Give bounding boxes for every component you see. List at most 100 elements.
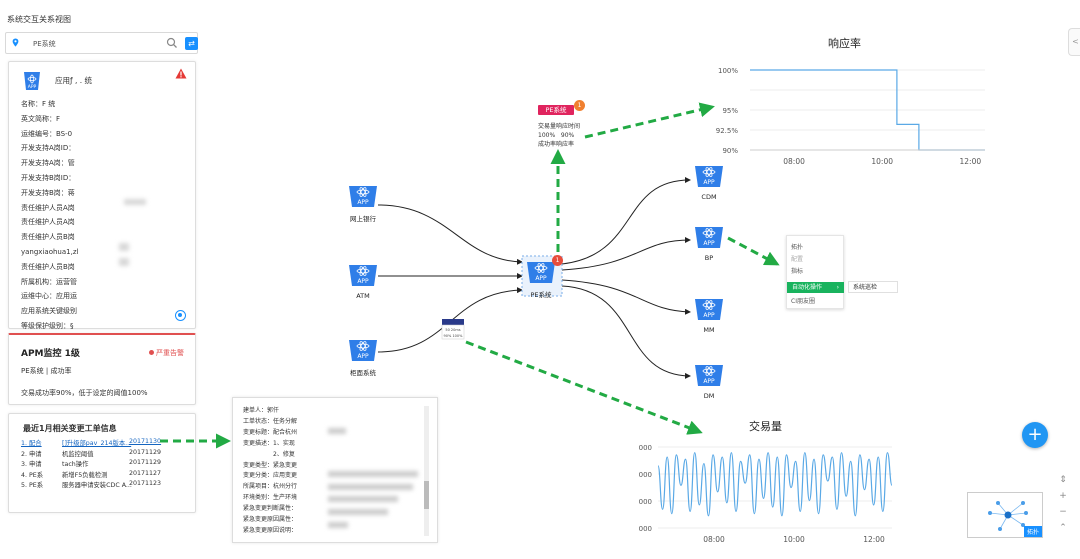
node-wangshang[interactable]: APP 网上银行 xyxy=(346,183,380,223)
x-tick-label: 12:00 xyxy=(863,535,885,544)
alert-line-1: 交易量响应时间 xyxy=(538,123,581,130)
app-icon: APP xyxy=(349,265,377,286)
zoom-out-icon[interactable]: − xyxy=(1059,507,1067,517)
app-icon: APP xyxy=(349,340,377,361)
minimap[interactable]: 拓扑 xyxy=(967,492,1043,538)
system-name-header: 应用ƒ , . 统 xyxy=(55,76,93,85)
info-row: 名称：F 统 xyxy=(21,100,56,108)
page-title: 系统交互关系视图 xyxy=(7,15,71,24)
node-label: PE系统 xyxy=(530,291,552,299)
y-tick-label: 000 xyxy=(639,525,652,533)
detail-row: 变更描述：1、实现 xyxy=(243,439,295,447)
detail-row: 紧急变更原因属性： xyxy=(243,516,298,523)
info-row: 运维编号：BS-0 xyxy=(21,129,73,138)
green-arrow-link-chart xyxy=(465,340,703,435)
node-bp[interactable]: APP BP xyxy=(692,224,726,262)
app-icon: APP xyxy=(695,299,723,320)
collapse-panel-button[interactable]: < xyxy=(1068,28,1080,56)
info-row: 所属机构：运营管 xyxy=(21,277,77,286)
submenu-system-inspection[interactable]: 系统巡检 xyxy=(848,281,898,293)
detail-row: 紧急变更原因说明： xyxy=(243,526,298,534)
fit-icon[interactable]: ⇕ xyxy=(1059,475,1067,485)
change-orders-panel: 最近1月相关变更工单信息 1. 配合[]升级部pav_214版本...20171… xyxy=(8,413,196,513)
masked-value xyxy=(119,258,129,266)
info-row: 应用系统关键级别 xyxy=(21,307,77,316)
chart-title-transaction-volume: 交易量 xyxy=(749,420,782,433)
info-row: 运维中心：应用运 xyxy=(21,292,77,301)
alert-line-2: 100% 90% xyxy=(538,132,575,139)
green-arrow-alert-chart xyxy=(584,102,715,139)
node-label: DM xyxy=(703,392,715,400)
link-pe-dm xyxy=(561,285,691,379)
menu-item-config[interactable]: 配置 xyxy=(791,256,804,263)
app-icon: APP xyxy=(695,227,723,248)
y-tick-label: 000 xyxy=(639,444,652,452)
search-input[interactable]: PE系统 xyxy=(33,40,56,48)
apm-metric: PE系统 | 成功率 xyxy=(21,367,72,375)
node-label: MM xyxy=(703,326,715,334)
locate-icon[interactable] xyxy=(175,310,186,321)
chevron-right-icon: › xyxy=(836,284,839,291)
svg-text:APP: APP xyxy=(535,275,547,282)
menu-item-automation[interactable]: 自动化操作› xyxy=(787,282,844,293)
link-label-box xyxy=(442,319,464,325)
zoom-in-icon[interactable]: + xyxy=(1059,491,1067,501)
info-row: 开发支持A岗ID： xyxy=(21,144,76,153)
node-atm[interactable]: APP ATM xyxy=(346,262,380,300)
y-tick-label: 100% xyxy=(718,67,738,75)
search-box[interactable]: PE系统 ⇄ xyxy=(5,32,198,54)
minimap-graph xyxy=(988,501,1028,531)
app-icon: APP xyxy=(527,262,555,283)
info-row: 责任维护人员B岗 xyxy=(21,233,75,242)
link-wangshang-pe xyxy=(377,204,523,265)
switch-icon[interactable]: ⇄ xyxy=(185,37,198,50)
y-tick-label: 95% xyxy=(722,107,738,115)
minimap-label: 拓扑 xyxy=(1023,526,1042,537)
node-mm[interactable]: APP MM xyxy=(692,296,726,334)
pe-alert-card[interactable]: PE系统 1 交易量响应时间 100% 90% 成功率响应率 xyxy=(536,100,585,148)
context-menu: 拓扑 配置 指标 自动化操作› CI朋友圈 xyxy=(786,235,844,309)
link-pe-bp xyxy=(561,237,691,271)
node-pe[interactable]: APP PE系统 1 xyxy=(524,255,563,299)
chart-title-response-rate: 响应率 xyxy=(828,37,861,50)
node-label: 网上银行 xyxy=(350,215,376,223)
node-label: ATM xyxy=(356,292,370,300)
detail-row: 紧急变更判断属性： xyxy=(243,505,298,513)
search-icon[interactable] xyxy=(166,37,178,49)
info-row: yangxiaohua1,zl xyxy=(21,247,79,256)
apm-alert-panel: APM监控 1级 严重告警 PE系统 | 成功率 交易成功率90%，低于设定的阈… xyxy=(8,333,196,405)
node-label: 柜面系统 xyxy=(350,369,376,377)
info-row: 责任维护人员B岗 xyxy=(21,262,75,271)
severity-badge: 严重告警 xyxy=(149,348,184,358)
add-button[interactable]: + xyxy=(1022,422,1048,448)
node-label: BP xyxy=(704,254,714,262)
detail-row: 环境类别：生产环境 xyxy=(243,494,298,502)
y-tick-label: 000 xyxy=(639,498,652,506)
detail-row: 变更分类：应用变更 xyxy=(243,472,298,480)
node-badge: 1 xyxy=(552,255,563,266)
detail-row: 所属项目：杭州分行 xyxy=(243,483,298,491)
detail-row: 建单人：郭仟 xyxy=(243,407,280,414)
orders-title: 最近1月相关变更工单信息 xyxy=(23,424,117,433)
collapse-up-icon[interactable]: ⌃ xyxy=(1059,523,1067,533)
menu-item-metrics[interactable]: 指标 xyxy=(791,268,804,275)
apm-title: APM监控 1级 xyxy=(21,349,80,359)
alert-tag: PE系统 xyxy=(538,105,574,115)
app-icon: APP xyxy=(349,186,377,207)
transaction-volume-line xyxy=(657,452,893,517)
detail-scrollbar[interactable] xyxy=(424,406,429,536)
x-tick-label: 10:00 xyxy=(783,535,805,544)
alert-line-3: 成功率响应率 xyxy=(538,141,575,148)
warning-icon xyxy=(175,68,187,79)
menu-item-ci-friends[interactable]: CI朋友圈 xyxy=(791,298,815,305)
menu-item-topology[interactable]: 拓扑 xyxy=(791,244,804,251)
apm-description: 交易成功率90%，低于设定的阈值100% xyxy=(21,389,148,397)
node-guimian[interactable]: APP 柜面系统 xyxy=(346,337,380,377)
info-row: 英文简称：F xyxy=(21,114,61,123)
